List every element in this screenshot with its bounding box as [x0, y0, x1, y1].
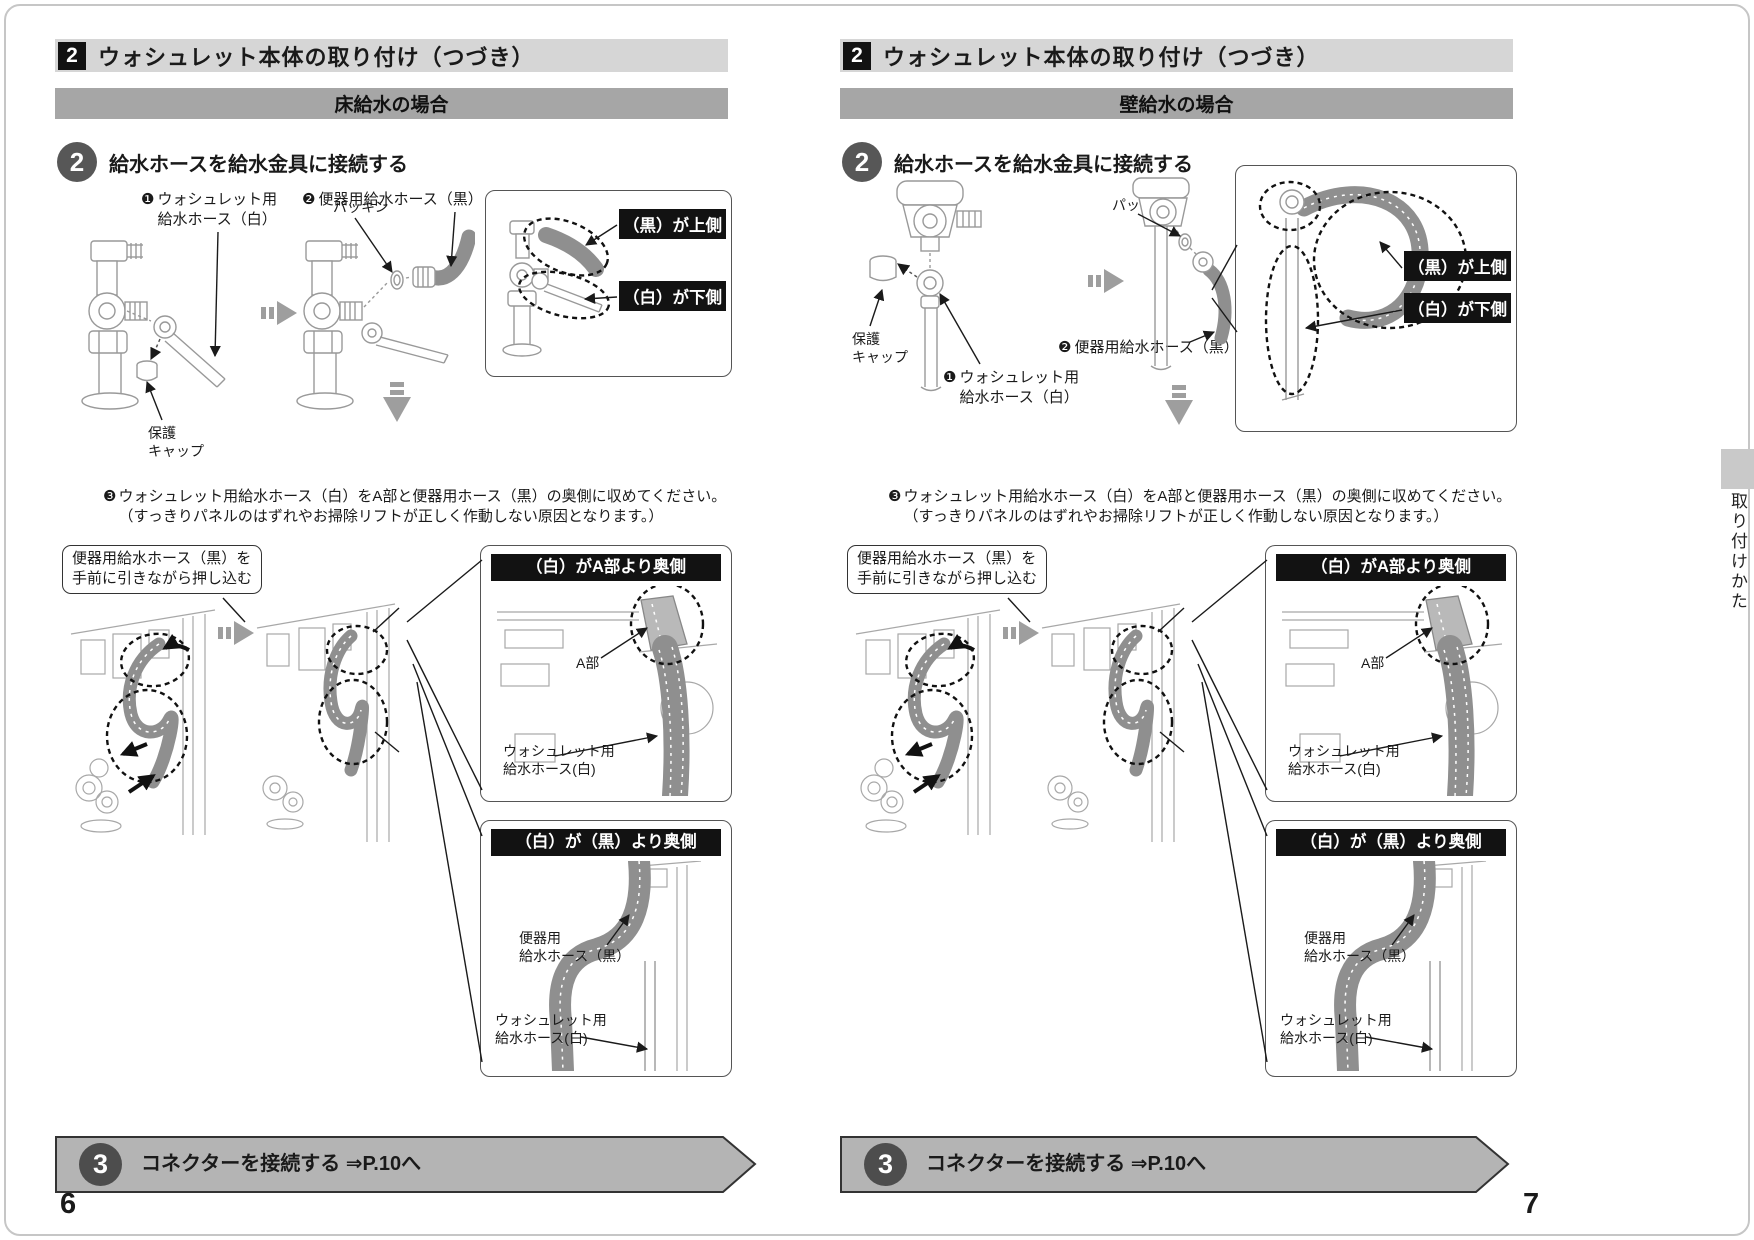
hose-position-box: （黒）が上側 （白）が下側	[1235, 165, 1517, 432]
label-detail-a-white-hose: ウォシュレット用 給水ホース(白)	[1288, 743, 1400, 778]
detail-box-a-title: （白）がA部より奥側	[1276, 554, 1506, 581]
wall-valve-after-illustration	[1132, 177, 1232, 371]
label-packing: パッキン	[333, 199, 389, 215]
arrow-right-icon	[261, 301, 297, 325]
label-toilet-hose: ❷ 便器用給水ホース（黒）	[302, 191, 483, 208]
label-detail-b-black-hose: 便器用 給水ホース（黒）	[519, 930, 631, 965]
toilet-side-after-illustration	[256, 603, 400, 842]
note3-line1: ウォシュレット用給水ホース（白）をA部と便器用ホース（黒）の奥側に収めてください…	[903, 488, 1512, 505]
page-right: 2 ウォシュレット本体の取り付け（つづき） 壁給水の場合 2 給水ホースを給水金…	[840, 0, 1575, 1240]
hose-position-box: （黒）が上側 （白）が下側	[485, 190, 732, 377]
label-detail-b-black-hose: 便器用 給水ホース（黒）	[1304, 930, 1416, 965]
note3-marker: ❸	[888, 488, 902, 505]
label-washlet-hose: ❶ ウォシュレット用 給水ホース（白）	[943, 369, 1080, 406]
label-washlet-hose: ❶ ウォシュレット用 給水ホース（白）	[141, 191, 278, 228]
label-detail-a-white-hose: ウォシュレット用 給水ホース(白)	[503, 743, 615, 778]
side-tab	[1721, 449, 1754, 489]
detail-b-illustration	[549, 861, 702, 1071]
scan-page-border	[4, 4, 1750, 1236]
detail-box-b: （白）が（黒）より奥側 便器用 給水ホース（黒） ウォシュレット用 給水ホース(…	[480, 820, 732, 1077]
label-protective-cap: 保護 キャップ	[148, 425, 204, 460]
page-number-right: 7	[1523, 1188, 1540, 1220]
case-banner: 床給水の場合	[55, 88, 728, 119]
next-step-banner: 3 コネクターを接続する ⇒P.10へ	[840, 1136, 1510, 1194]
note3-line2: （すっきりパネルのはずれやお掃除リフトが正しく作動しない原因となります。）	[903, 508, 1449, 526]
banner-arrow-shape	[55, 1136, 757, 1193]
step2-row: 2 給水ホースを給水金具に接続する	[57, 142, 408, 182]
label-black-top: （黒）が上側	[619, 209, 726, 239]
label-part-a: A部	[1361, 655, 1385, 671]
step2-badge: 2	[842, 142, 882, 182]
step3-badge: 3	[864, 1143, 907, 1186]
note-hose-routing: ❸ ウォシュレット用給水ホース（白）をA部と便器用ホース（黒）の奥側に収めてくだ…	[888, 487, 1511, 528]
detail-box-b: （白）が（黒）より奥側 便器用 給水ホース（黒） ウォシュレット用 給水ホース(…	[1265, 820, 1517, 1077]
wall-valve-before-illustration	[869, 180, 982, 392]
arrow-down-icon	[383, 382, 411, 422]
arrow-down-icon	[1165, 385, 1193, 425]
label-detail-b-white-hose: ウォシュレット用 給水ホース(白)	[1280, 1012, 1392, 1047]
step2-row: 2 給水ホースを給水金具に接続する	[842, 142, 1193, 182]
step3-title: コネクターを接続する ⇒P.10へ	[926, 1153, 1207, 1175]
section-number-badge: 2	[843, 41, 871, 70]
toilet-side-before-illustration	[855, 609, 1001, 835]
case-banner: 壁給水の場合	[840, 88, 1513, 119]
detail-a-illustration	[1282, 586, 1503, 796]
detail-a-illustration	[497, 586, 718, 796]
label-marker-2: ❷	[302, 191, 316, 208]
banner-arrow-shape	[840, 1136, 1510, 1193]
step2-title: 給水ホースを給水金具に接続する	[109, 153, 408, 176]
label-marker-2: ❷	[1058, 339, 1072, 356]
label-protective-cap: 保護 キャップ	[852, 331, 908, 366]
section-header: 2 ウォシュレット本体の取り付け（つづき）	[840, 39, 1513, 72]
detail-box-a: （白）がA部より奥側 A部 ウォシュレット用 給水ホース(白)	[480, 545, 732, 802]
note3-marker: ❸	[103, 488, 117, 505]
note-hose-routing: ❸ ウォシュレット用給水ホース（白）をA部と便器用ホース（黒）の奥側に収めてくだ…	[103, 487, 726, 528]
label-part-a: A部	[576, 655, 600, 671]
label-black-top: （黒）が上側	[1404, 251, 1511, 281]
label-marker-1: ❶	[141, 191, 155, 208]
label-white-bottom: （白）が下側	[1404, 293, 1511, 323]
detail-b-illustration	[1334, 861, 1487, 1071]
page-number-left: 6	[60, 1188, 77, 1220]
floor-valve-before-illustration	[81, 240, 226, 410]
section-title: ウォシュレット本体の取り付け（つづき）	[883, 44, 1320, 70]
toilet-side-after-illustration	[1041, 603, 1185, 842]
arrow-right-icon	[218, 621, 254, 645]
detail-box-b-title: （白）が（黒）より奥側	[491, 829, 721, 856]
floor-valve-after-illustration	[296, 229, 475, 410]
section-header: 2 ウォシュレット本体の取り付け（つづき）	[55, 39, 728, 72]
page-left: 2 ウォシュレット本体の取り付け（つづき） 床給水の場合 2 給水ホースを給水金…	[55, 0, 790, 1240]
label-marker-1: ❶	[943, 369, 957, 386]
detail-box-b-title: （白）が（黒）より奥側	[1276, 829, 1506, 856]
toilet-side-before-illustration	[70, 609, 216, 835]
note3-line2: （すっきりパネルのはずれやお掃除リフトが正しく作動しない原因となります。）	[118, 508, 664, 526]
label-white-bottom: （白）が下側	[619, 281, 726, 311]
label-detail-b-white-hose: ウォシュレット用 給水ホース(白)	[495, 1012, 607, 1047]
hose-position-illustration	[502, 217, 618, 357]
arrow-right-icon	[1088, 269, 1124, 293]
step2-title: 給水ホースを給水金具に接続する	[894, 153, 1193, 176]
section-number-badge: 2	[58, 41, 86, 70]
section-title: ウォシュレット本体の取り付け（つづき）	[98, 44, 535, 70]
callout-push-hose: 便器用給水ホース（黒）を 手前に引きながら押し込む	[62, 545, 263, 594]
note3-line1: ウォシュレット用給水ホース（白）をA部と便器用ホース（黒）の奥側に収めてください…	[118, 488, 727, 505]
detail-box-a-title: （白）がA部より奥側	[491, 554, 721, 581]
side-tab-label: 取り付けかた	[1728, 492, 1747, 612]
step3-title: コネクターを接続する ⇒P.10へ	[141, 1153, 422, 1175]
arrow-right-icon	[1003, 621, 1039, 645]
callout-push-hose: 便器用給水ホース（黒）を 手前に引きながら押し込む	[847, 545, 1048, 594]
step2-badge: 2	[57, 142, 97, 182]
label-toilet-hose: ❷ 便器用給水ホース（黒）	[1058, 339, 1239, 356]
step3-badge: 3	[79, 1143, 122, 1186]
detail-box-a: （白）がA部より奥側 A部 ウォシュレット用 給水ホース(白)	[1265, 545, 1517, 802]
next-step-banner: 3 コネクターを接続する ⇒P.10へ	[55, 1136, 757, 1194]
